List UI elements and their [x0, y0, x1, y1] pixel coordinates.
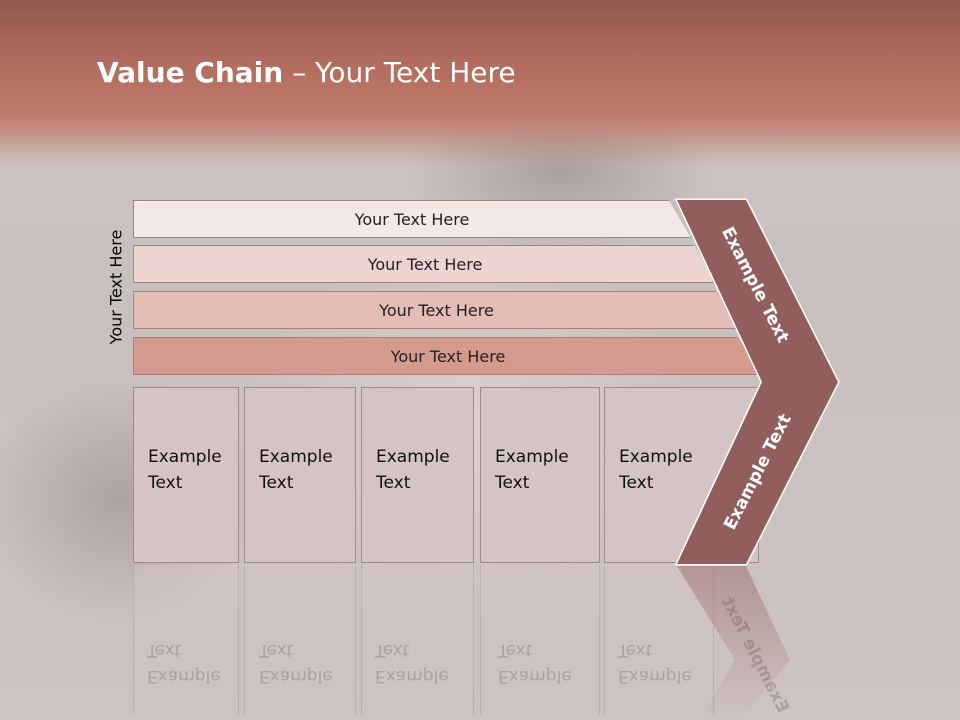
box-reflection-1: [133, 565, 239, 715]
page-title: Value Chain – Your Text Here: [97, 56, 516, 89]
bar-4: Your Text Here: [133, 337, 763, 375]
activity-box-2: Example Text: [244, 387, 356, 563]
bar-1: Your Text Here: [133, 200, 691, 238]
box-reflection-2: [244, 565, 356, 715]
box-4-line2: Text: [495, 473, 530, 493]
box-2-line1: Example: [259, 447, 333, 467]
chevron-shape: [677, 200, 838, 564]
activity-box-3: Example Text: [361, 387, 474, 563]
title-rest: – Your Text Here: [283, 56, 516, 89]
box-1-line2: Text: [148, 473, 183, 493]
box-2-line2: Text: [259, 473, 294, 493]
bar-3: Your Text Here: [133, 291, 740, 329]
box-4-line1: Example: [495, 447, 569, 467]
box-reflection-4: [480, 565, 600, 715]
activity-box-4: Example Text: [480, 387, 600, 563]
box-3-line1: Example: [376, 447, 450, 467]
bar-2: Your Text Here: [133, 245, 717, 283]
box-1-line1: Example: [148, 447, 222, 467]
box-5-line1: Example: [619, 447, 693, 467]
chevron-reflection: [677, 566, 790, 720]
box-reflection-3: [361, 565, 474, 715]
title-bold: Value Chain: [97, 56, 284, 89]
box-3-line2: Text: [376, 473, 411, 493]
box-5-line2: Text: [619, 473, 654, 493]
activity-box-1: Example Text: [133, 387, 239, 563]
title-banner: [0, 0, 960, 165]
